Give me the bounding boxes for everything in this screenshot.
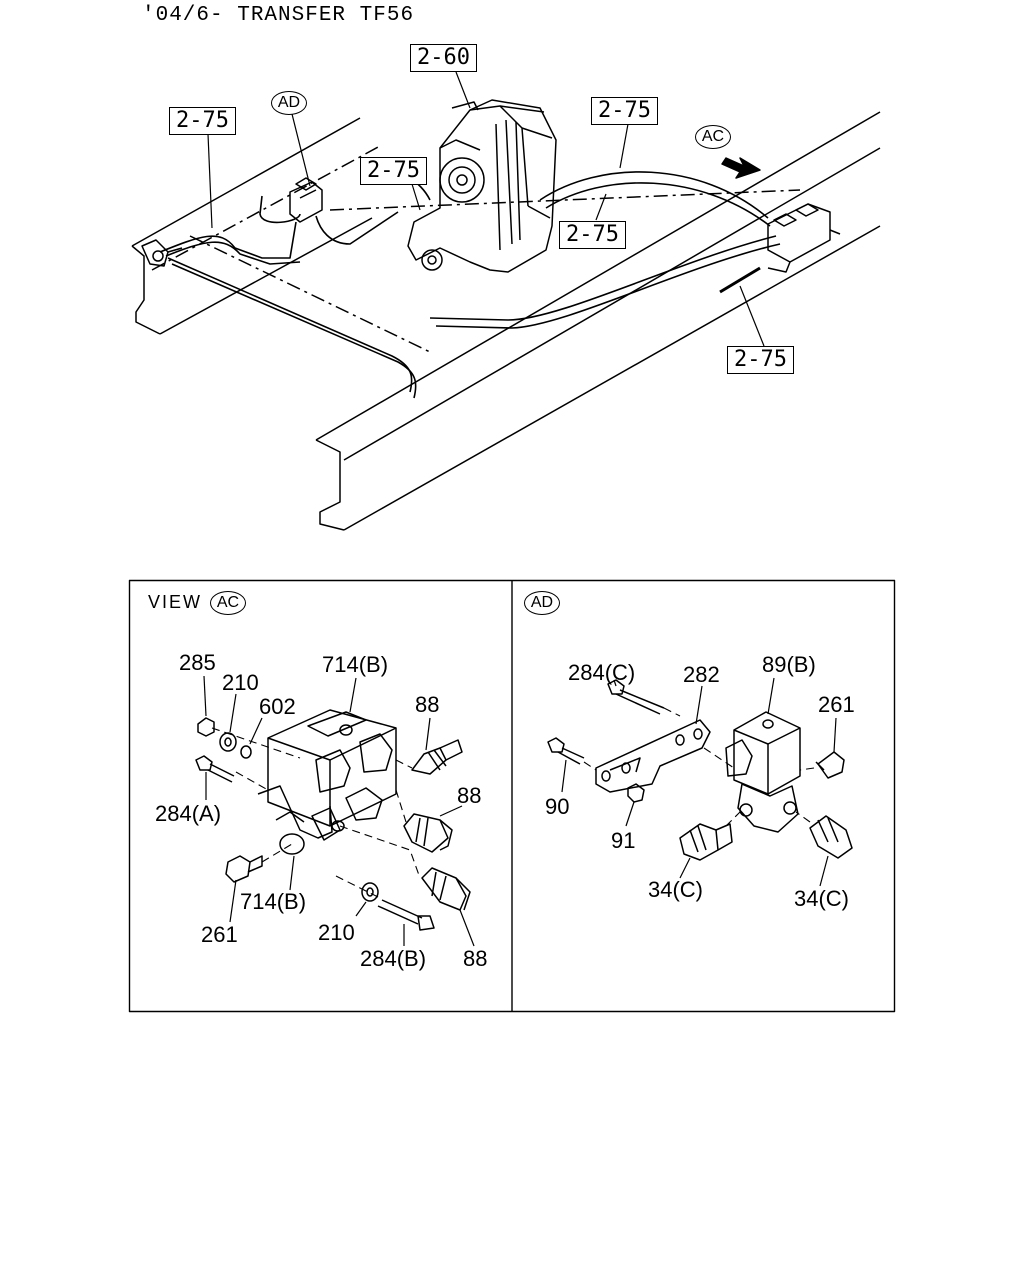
label-714b-upper: 714(B) xyxy=(322,652,389,677)
washer-210-lower xyxy=(361,882,379,902)
nut-285 xyxy=(197,717,215,737)
label-210-lower: 210 xyxy=(318,920,355,945)
label-88-lower: 88 xyxy=(463,946,488,971)
fitting-88-b xyxy=(403,813,453,853)
label-89b: 89(B) xyxy=(762,652,816,677)
fitting-34c-left xyxy=(679,823,733,861)
fitting-88-c xyxy=(421,867,471,911)
view-ad-marker: AD xyxy=(524,591,560,615)
diagram-title: '04/6- TRANSFER TF56 xyxy=(142,4,415,27)
view-ac-parts xyxy=(195,709,471,931)
solenoid-valve-ad xyxy=(289,177,323,223)
label-284a: 284(A) xyxy=(155,801,222,826)
ref-box-2-60[interactable]: 2-60 xyxy=(410,44,477,72)
ref-box-2-75-left[interactable]: 2-75 xyxy=(169,107,236,135)
label-88-upper: 88 xyxy=(415,692,440,717)
plug-261-ad xyxy=(815,751,845,779)
bolt-284a xyxy=(195,755,235,783)
hose-fitting-left xyxy=(141,239,183,267)
transfer-case xyxy=(407,99,557,273)
overview-leaders xyxy=(207,71,765,347)
label-284b: 284(B) xyxy=(360,946,427,971)
label-714b-lower: 714(B) xyxy=(240,889,307,914)
left-frame-rail xyxy=(131,117,381,335)
label-88-middle: 88 xyxy=(457,783,482,808)
label-261-ad: 261 xyxy=(818,692,855,717)
label-284c: 284(C) xyxy=(568,660,636,685)
plug-261-ac xyxy=(225,855,263,883)
direction-arrow xyxy=(721,157,761,179)
bolt-284b xyxy=(377,899,435,931)
valve-cluster-ac xyxy=(767,203,841,273)
valve-body-714b xyxy=(257,709,397,855)
air-lines xyxy=(159,163,781,399)
valve-89b xyxy=(725,711,801,833)
main-frame-rail xyxy=(315,111,881,531)
view-word: VIEW xyxy=(148,592,203,612)
label-285: 285 xyxy=(179,650,216,675)
nut-91 xyxy=(627,783,645,803)
ref-box-2-75-top-right[interactable]: 2-75 xyxy=(591,97,658,125)
centerline xyxy=(329,189,801,211)
bolt-90 xyxy=(547,737,585,765)
label-34c-right: 34(C) xyxy=(794,886,850,911)
label-282: 282 xyxy=(683,662,720,687)
view-marker-ac[interactable]: AC xyxy=(695,125,731,149)
ref-box-2-75-middle[interactable]: 2-75 xyxy=(559,221,626,249)
label-602: 602 xyxy=(259,694,296,719)
o-ring-602 xyxy=(240,745,252,759)
crossmember-line xyxy=(189,235,431,353)
washer-210 xyxy=(219,732,237,752)
ref-box-2-75-center[interactable]: 2-75 xyxy=(360,157,427,185)
ref-box-2-75-lower-right[interactable]: 2-75 xyxy=(727,346,794,374)
view-ac-heading: VIEW xyxy=(148,592,202,613)
label-261-ac: 261 xyxy=(201,922,238,947)
label-34c-left: 34(C) xyxy=(648,877,704,902)
view-marker-ad[interactable]: AD xyxy=(271,91,307,115)
bracket-282 xyxy=(595,719,711,793)
view-ad-parts xyxy=(547,679,853,861)
detail-leaders xyxy=(203,675,837,947)
view-ac-marker: AC xyxy=(210,591,246,615)
label-90: 90 xyxy=(545,794,570,819)
label-210-upper: 210 xyxy=(222,670,259,695)
fitting-88-a xyxy=(411,739,463,775)
label-91: 91 xyxy=(611,828,636,853)
fitting-34c-right xyxy=(809,815,853,859)
